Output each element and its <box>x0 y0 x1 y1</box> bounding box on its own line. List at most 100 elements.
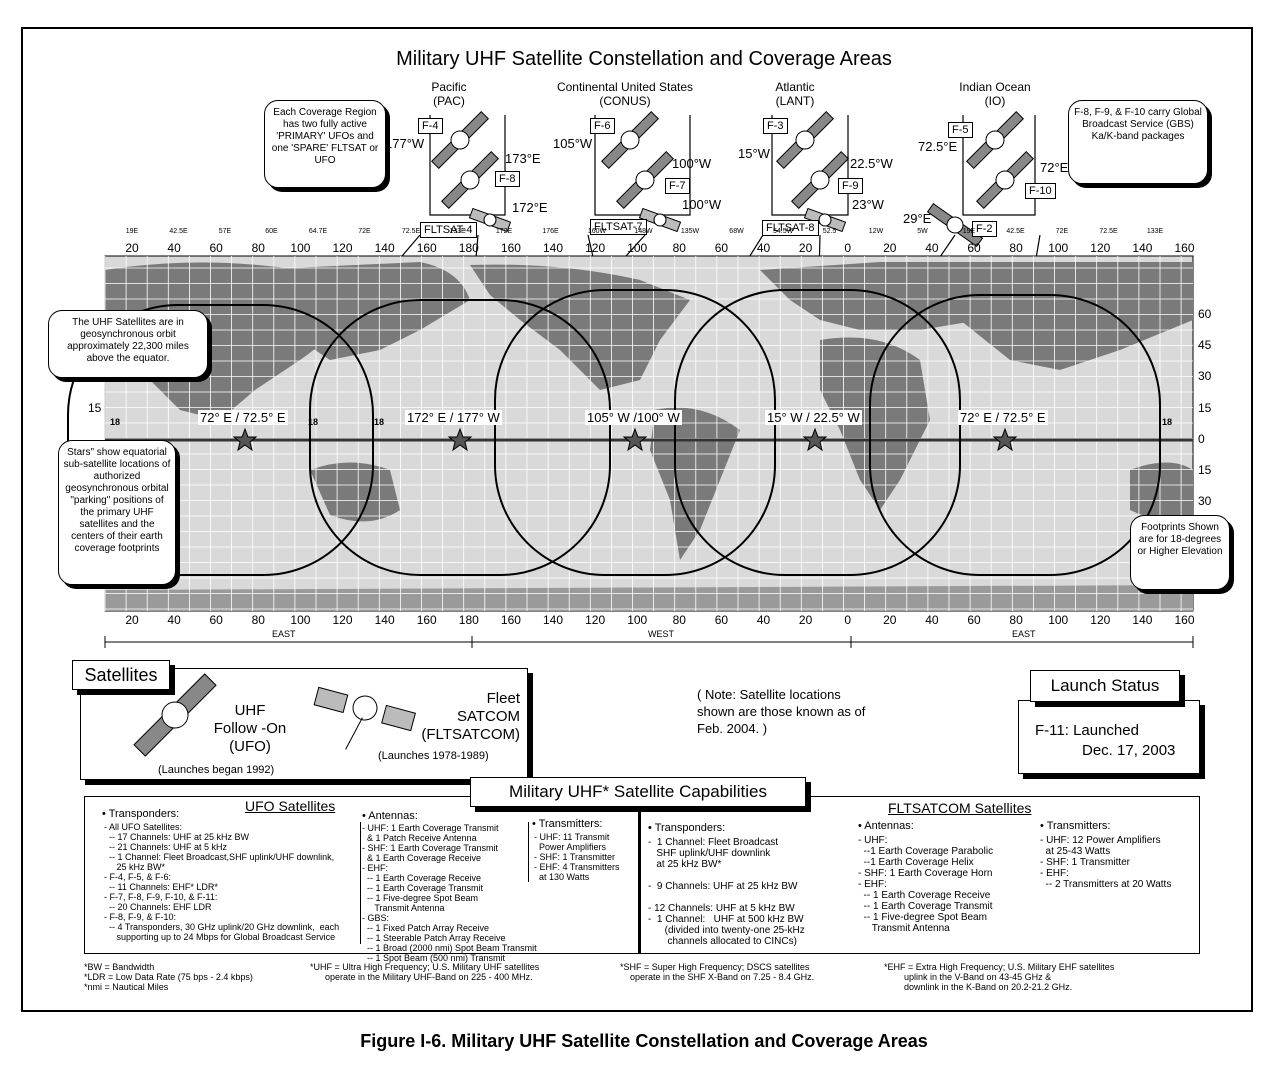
longitude-tick-label: 60 <box>714 613 729 627</box>
small-longitude-tick: 72.5E <box>401 228 421 235</box>
small-longitude-tick: 160W <box>587 228 607 235</box>
region-io-header: Indian Ocean (IO) <box>945 80 1045 108</box>
figure-frame <box>21 27 1253 1012</box>
small-longitude-tick: 72.5E <box>1099 228 1118 235</box>
latitude-tick-label: 60 <box>1198 307 1212 321</box>
small-longitude-tick: 135W <box>680 228 700 235</box>
region-name: Continental United States <box>556 80 694 94</box>
fltsat-satellites-heading: FLTSATCOM Satellites <box>888 800 1032 816</box>
latitude-tick-label: 45 <box>1198 338 1212 352</box>
flt-transponders-heading: • Transponders: <box>648 822 726 834</box>
callout-gbs: F-8, F-9, & F-10 carry Global Broadcast … <box>1068 100 1208 184</box>
longitude-tick-label: 80 <box>1009 241 1023 255</box>
australia-right <box>1130 462 1193 519</box>
small-longitude-tick: 72E <box>1055 228 1069 235</box>
footprint-18-label: 18 <box>1162 417 1173 427</box>
sat-tag-f8: F-8 <box>495 171 520 187</box>
longitude-tick-label: 160 <box>1174 241 1195 255</box>
longitude-tick-label: 0 <box>844 613 852 627</box>
longitude-tick-label: 160 <box>1174 613 1195 627</box>
longitude-tick-label: 120 <box>332 613 353 627</box>
satellite-icons <box>431 111 1034 247</box>
longitude-tick-label: 180 <box>458 613 479 627</box>
angle-label: 172°E <box>512 200 548 215</box>
small-longitude-tick: 172E <box>495 228 513 235</box>
small-longitude-tick: 68W <box>729 228 744 235</box>
ufo-satellite-icon <box>133 673 217 757</box>
angle-label: 15°W <box>738 146 770 161</box>
longitude-tick-label: 40 <box>925 613 939 627</box>
region-pac-header: Pacific (PAC) <box>404 80 494 108</box>
ufo-antennas-list: - UHF: 1 Earth Coverage Transmit & 1 Pat… <box>362 823 537 963</box>
longitude-tick-label: 60 <box>967 613 981 627</box>
small-longitude-tick: 148W <box>634 228 653 235</box>
star-label: 15° W / 22.5° W <box>765 410 862 425</box>
hemisphere-scale <box>104 636 1194 648</box>
footprint-18-label: 18 <box>374 417 385 427</box>
date-note: ( Note: Satellite locations shown are th… <box>697 687 866 736</box>
launch-line1: F-11: Launched <box>1035 722 1139 739</box>
fltsat-satellite-icon <box>468 207 512 233</box>
longitude-tick-label: 160 <box>416 241 437 255</box>
sat-tag-f5: F-5 <box>948 122 973 138</box>
angle-label: 72.5°E <box>918 139 958 154</box>
angle-label: 173°E <box>505 151 541 166</box>
star-icon <box>447 427 473 452</box>
angle-label: 177°W <box>385 136 425 151</box>
diagram-title: Military UHF Satellite Constellation and… <box>396 48 892 70</box>
east-label: EAST <box>272 629 296 639</box>
longitude-tick-label: 20 <box>798 613 813 627</box>
angle-label: 23°W <box>852 197 884 212</box>
latitude-tick-label: 15 <box>1198 401 1212 415</box>
small-longitude-tick: 133E <box>449 228 466 235</box>
stars <box>232 427 1018 452</box>
capabilities-title: Military UHF* Satellite Capabilities <box>470 777 806 807</box>
footprint-pac <box>309 299 611 576</box>
west-label: WEST <box>648 629 674 639</box>
fltsat-satellite-icon <box>638 207 682 233</box>
longitude-tick-label: 80 <box>1009 613 1023 627</box>
ufo-antennas-heading: • Antennas: <box>362 810 418 822</box>
flt-transmitters-list: - UHF: 12 Power Amplifiers at 25-43 Watt… <box>1040 835 1172 890</box>
small-longitude-tick: 176E <box>542 228 559 235</box>
star-icon <box>232 427 258 452</box>
launch-line2: Dec. 17, 2003 <box>1082 742 1176 759</box>
fltsat-satellite-icon <box>313 686 416 750</box>
callout-footprints: Footprints Shown are for 18-degrees or H… <box>1130 515 1230 590</box>
region-abbr: (PAC) <box>433 94 465 108</box>
small-longitude-tick: 42.5E <box>1006 228 1025 235</box>
column-divider <box>360 822 361 944</box>
longitude-tick-label: 0 <box>844 241 852 255</box>
longitude-tick-label: 80 <box>251 241 265 255</box>
footnote-ehf: *EHF = Extra High Frequency; U.S. Milita… <box>884 962 1115 992</box>
longitude-tick-label: 40 <box>167 241 181 255</box>
longitude-tick-label: 160 <box>416 613 437 627</box>
longitude-tick-label: 20 <box>125 613 139 627</box>
ufo-name: UHF Follow -On (UFO) <box>213 702 287 755</box>
sat-tag-f10: F-10 <box>1025 183 1056 199</box>
latitude-tick-label: 15 <box>1198 463 1212 477</box>
longitude-tick-label: 160 <box>500 613 521 627</box>
sat-tag-f2: F-2 <box>972 221 997 237</box>
sat-tag-f7: F-7 <box>665 178 690 194</box>
angle-label: 100°W <box>672 156 712 171</box>
footprint-conus <box>494 289 776 576</box>
longitude-tick-label: 100 <box>290 613 311 627</box>
flt-transmitters-heading: • Transmitters: <box>1040 820 1111 832</box>
longitude-tick-label: 20 <box>883 613 897 627</box>
longitude-tick-label: 120 <box>1090 241 1111 255</box>
longitude-tick-label: 100 <box>1048 613 1069 627</box>
region-box-io <box>962 115 1036 216</box>
ufo-satellite-icon <box>441 151 499 209</box>
region-name: Atlantic <box>775 80 815 94</box>
figure-caption: Figure I-6. Military UHF Satellite Const… <box>360 1031 928 1051</box>
angle-label: 72°E <box>1040 160 1069 175</box>
star-label: 72° E / 72.5° E <box>198 410 288 425</box>
longitude-tick-label: 20 <box>883 241 897 255</box>
star-icon <box>802 427 828 452</box>
sat-tag-f9: F-9 <box>838 178 863 194</box>
small-longitude-tick: 42.5E <box>169 228 188 235</box>
longitude-tick-label: 140 <box>543 613 564 627</box>
small-longitude-tick: 52.5 <box>822 228 837 235</box>
longitude-tick-label: 140 <box>1132 241 1153 255</box>
